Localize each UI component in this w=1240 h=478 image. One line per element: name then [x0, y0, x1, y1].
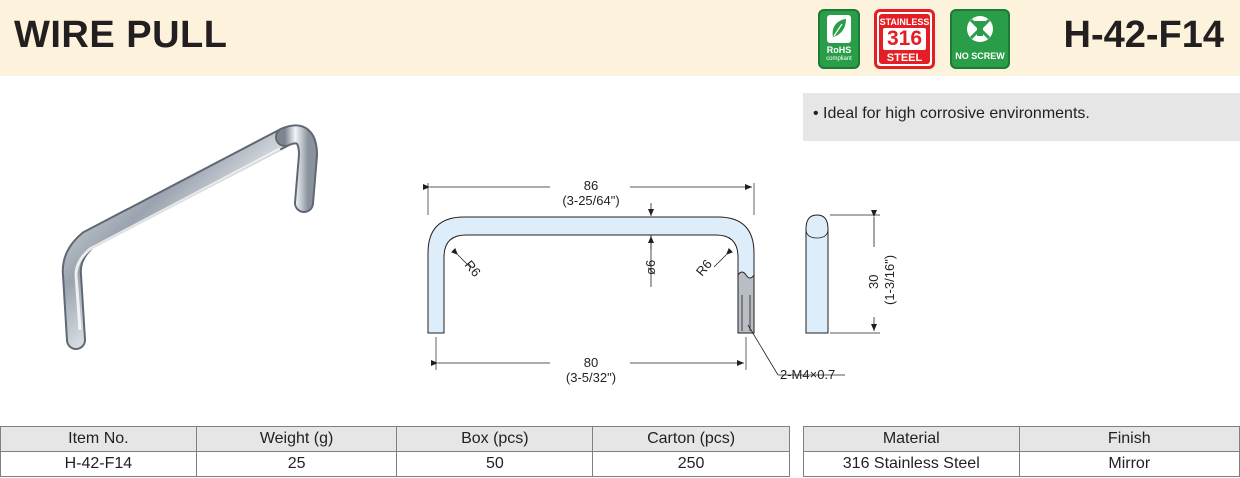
dim-center-distance-in: (3-5/32") — [566, 370, 616, 385]
col-item-no: Item No. — [0, 426, 197, 452]
feature-box: • Ideal for high corrosive environments. — [803, 93, 1240, 141]
cell-finish: Mirror — [1018, 451, 1240, 477]
cell-weight: 25 — [195, 451, 398, 477]
no-screw-label: NO SCREW — [955, 51, 1005, 61]
col-material: Material — [803, 426, 1020, 452]
col-weight: Weight (g) — [195, 426, 398, 452]
rohs-badge: RoHS compliant — [818, 9, 860, 69]
header-band: WIRE PULL RoHS compliant STAINLESS 316 S… — [0, 0, 1240, 76]
stainless-steel-badge: STAINLESS 316 STEEL — [874, 9, 935, 69]
rohs-label: RoHS — [826, 45, 852, 55]
col-box: Box (pcs) — [396, 426, 594, 452]
no-screw-badge: NO SCREW — [950, 9, 1010, 69]
feature-item: • Ideal for high corrosive environments. — [813, 105, 1090, 122]
cell-box: 50 — [396, 451, 594, 477]
table-row: H-42-F14 25 50 250 — [0, 451, 790, 477]
dim-thread: 2-M4×0.7 — [780, 367, 835, 382]
cell-material: 316 Stainless Steel — [803, 451, 1020, 477]
leaf-icon — [827, 15, 851, 43]
technical-drawing: 86 (3-25/64") 80 (3-5/32") ø6 R6 R6 2-M4… — [423, 177, 897, 387]
cell-carton: 250 — [592, 451, 790, 477]
cell-item-no: H-42-F14 — [0, 451, 197, 477]
page-title: WIRE PULL — [14, 14, 228, 56]
material-table: Material Finish 316 Stainless Steel Mirr… — [803, 426, 1240, 477]
rohs-sublabel: compliant — [826, 56, 852, 62]
spec-header-row: Item No. Weight (g) Box (pcs) Carton (pc… — [0, 426, 790, 452]
dim-overall-length: 86 — [584, 178, 598, 193]
steel-badge-grade: 316 — [883, 28, 926, 50]
dim-center-distance: 80 — [584, 355, 598, 370]
product-photo — [61, 124, 319, 350]
table-row: 316 Stainless Steel Mirror — [803, 451, 1240, 477]
product-code: H-42-F14 — [1063, 14, 1225, 56]
dim-radius-right: R6 — [693, 257, 715, 279]
steel-badge-fill: STAINLESS 316 STEEL — [879, 14, 930, 64]
material-header-row: Material Finish — [803, 426, 1240, 452]
steel-badge-bottom: STEEL — [886, 52, 923, 64]
dim-overall-length-in: (3-25/64") — [562, 193, 619, 208]
no-screw-icon — [967, 16, 993, 42]
steel-badge-top: STAINLESS — [879, 17, 930, 27]
dim-height-in: (1-3/16") — [882, 255, 897, 305]
dim-radius-left: R6 — [462, 257, 484, 279]
spec-table: Item No. Weight (g) Box (pcs) Carton (pc… — [0, 426, 790, 477]
col-finish: Finish — [1018, 426, 1240, 452]
col-carton: Carton (pcs) — [592, 426, 790, 452]
dim-diameter: ø6 — [643, 260, 658, 275]
dim-height: 30 — [866, 275, 881, 289]
